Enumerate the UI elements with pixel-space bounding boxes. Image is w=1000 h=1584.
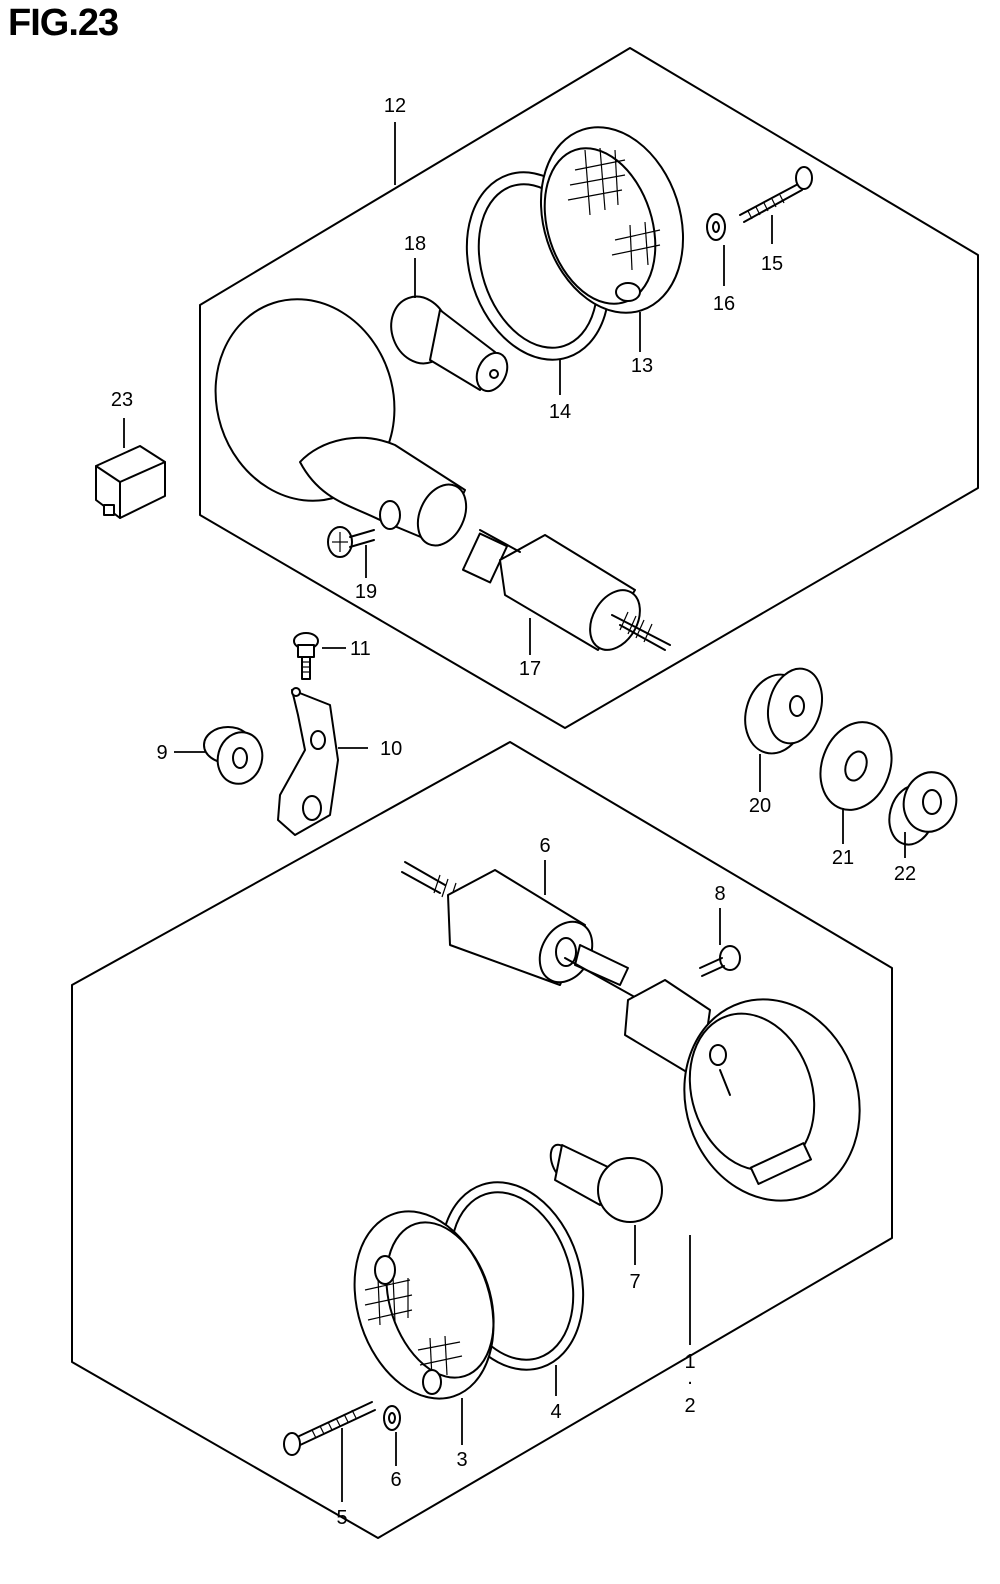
callout-23: 22 xyxy=(894,863,916,885)
flange-nut-left xyxy=(203,726,264,785)
callout-1: 1 xyxy=(684,1351,695,1373)
callout-4: 4 xyxy=(550,1401,561,1423)
figure-title: FIG.23 xyxy=(8,2,119,44)
callout-13: 12 xyxy=(384,95,406,117)
callout-9: 8 xyxy=(714,883,725,905)
mounting-bracket xyxy=(277,687,339,836)
upper-bulb xyxy=(390,295,509,393)
callout-11: 10 xyxy=(380,738,402,760)
upper-socket xyxy=(479,529,671,651)
relay xyxy=(95,445,166,519)
upper-assembly-outline xyxy=(199,47,979,729)
callout-16: 15 xyxy=(761,253,783,275)
callout-2: 2 xyxy=(684,1395,695,1417)
callout-18: 17 xyxy=(519,658,541,680)
lower-lens xyxy=(353,1210,495,1400)
callout-17: 16 xyxy=(713,293,735,315)
upper-lamp-housing xyxy=(214,298,509,584)
callout-20: 19 xyxy=(355,581,377,603)
callout-15: 14 xyxy=(549,401,571,423)
upper-lens xyxy=(539,126,685,314)
callout-24: 23 xyxy=(111,389,133,411)
lower-bulb xyxy=(549,1143,663,1223)
callout-5: 5 xyxy=(336,1507,347,1529)
lower-washer xyxy=(383,1405,401,1431)
callout-range-dot: . xyxy=(687,1367,693,1389)
flange-nut-right xyxy=(888,771,958,846)
callout-7: 6 xyxy=(539,835,550,857)
callout-19: 18 xyxy=(404,233,426,255)
callout-22: 21 xyxy=(832,847,854,869)
upper-mount-screw xyxy=(327,526,375,558)
callout-6: 6 xyxy=(390,1469,401,1491)
rubber-grommet xyxy=(744,667,823,755)
leader-lines xyxy=(123,122,906,1502)
callout-10: 9 xyxy=(156,742,167,764)
callout-3: 3 xyxy=(456,1449,467,1471)
lower-lens-screw xyxy=(283,1401,376,1456)
upper-lens-screw xyxy=(739,166,813,223)
callout-8: 7 xyxy=(629,1271,640,1293)
lower-socket xyxy=(401,861,641,1001)
washer-right xyxy=(819,721,893,811)
bracket-bolt xyxy=(293,632,319,680)
lower-assembly-outline xyxy=(71,741,893,1539)
callout-14: 13 xyxy=(631,355,653,377)
upper-washer xyxy=(706,213,726,241)
callout-12: 11 xyxy=(350,638,371,660)
callout-21: 20 xyxy=(749,795,771,817)
lower-lamp-housing xyxy=(624,979,861,1202)
lower-mount-screw xyxy=(699,945,741,977)
callout-labels: 12 18 14 13 15 16 17 19 23 11 9 10 20 21… xyxy=(111,95,916,1529)
